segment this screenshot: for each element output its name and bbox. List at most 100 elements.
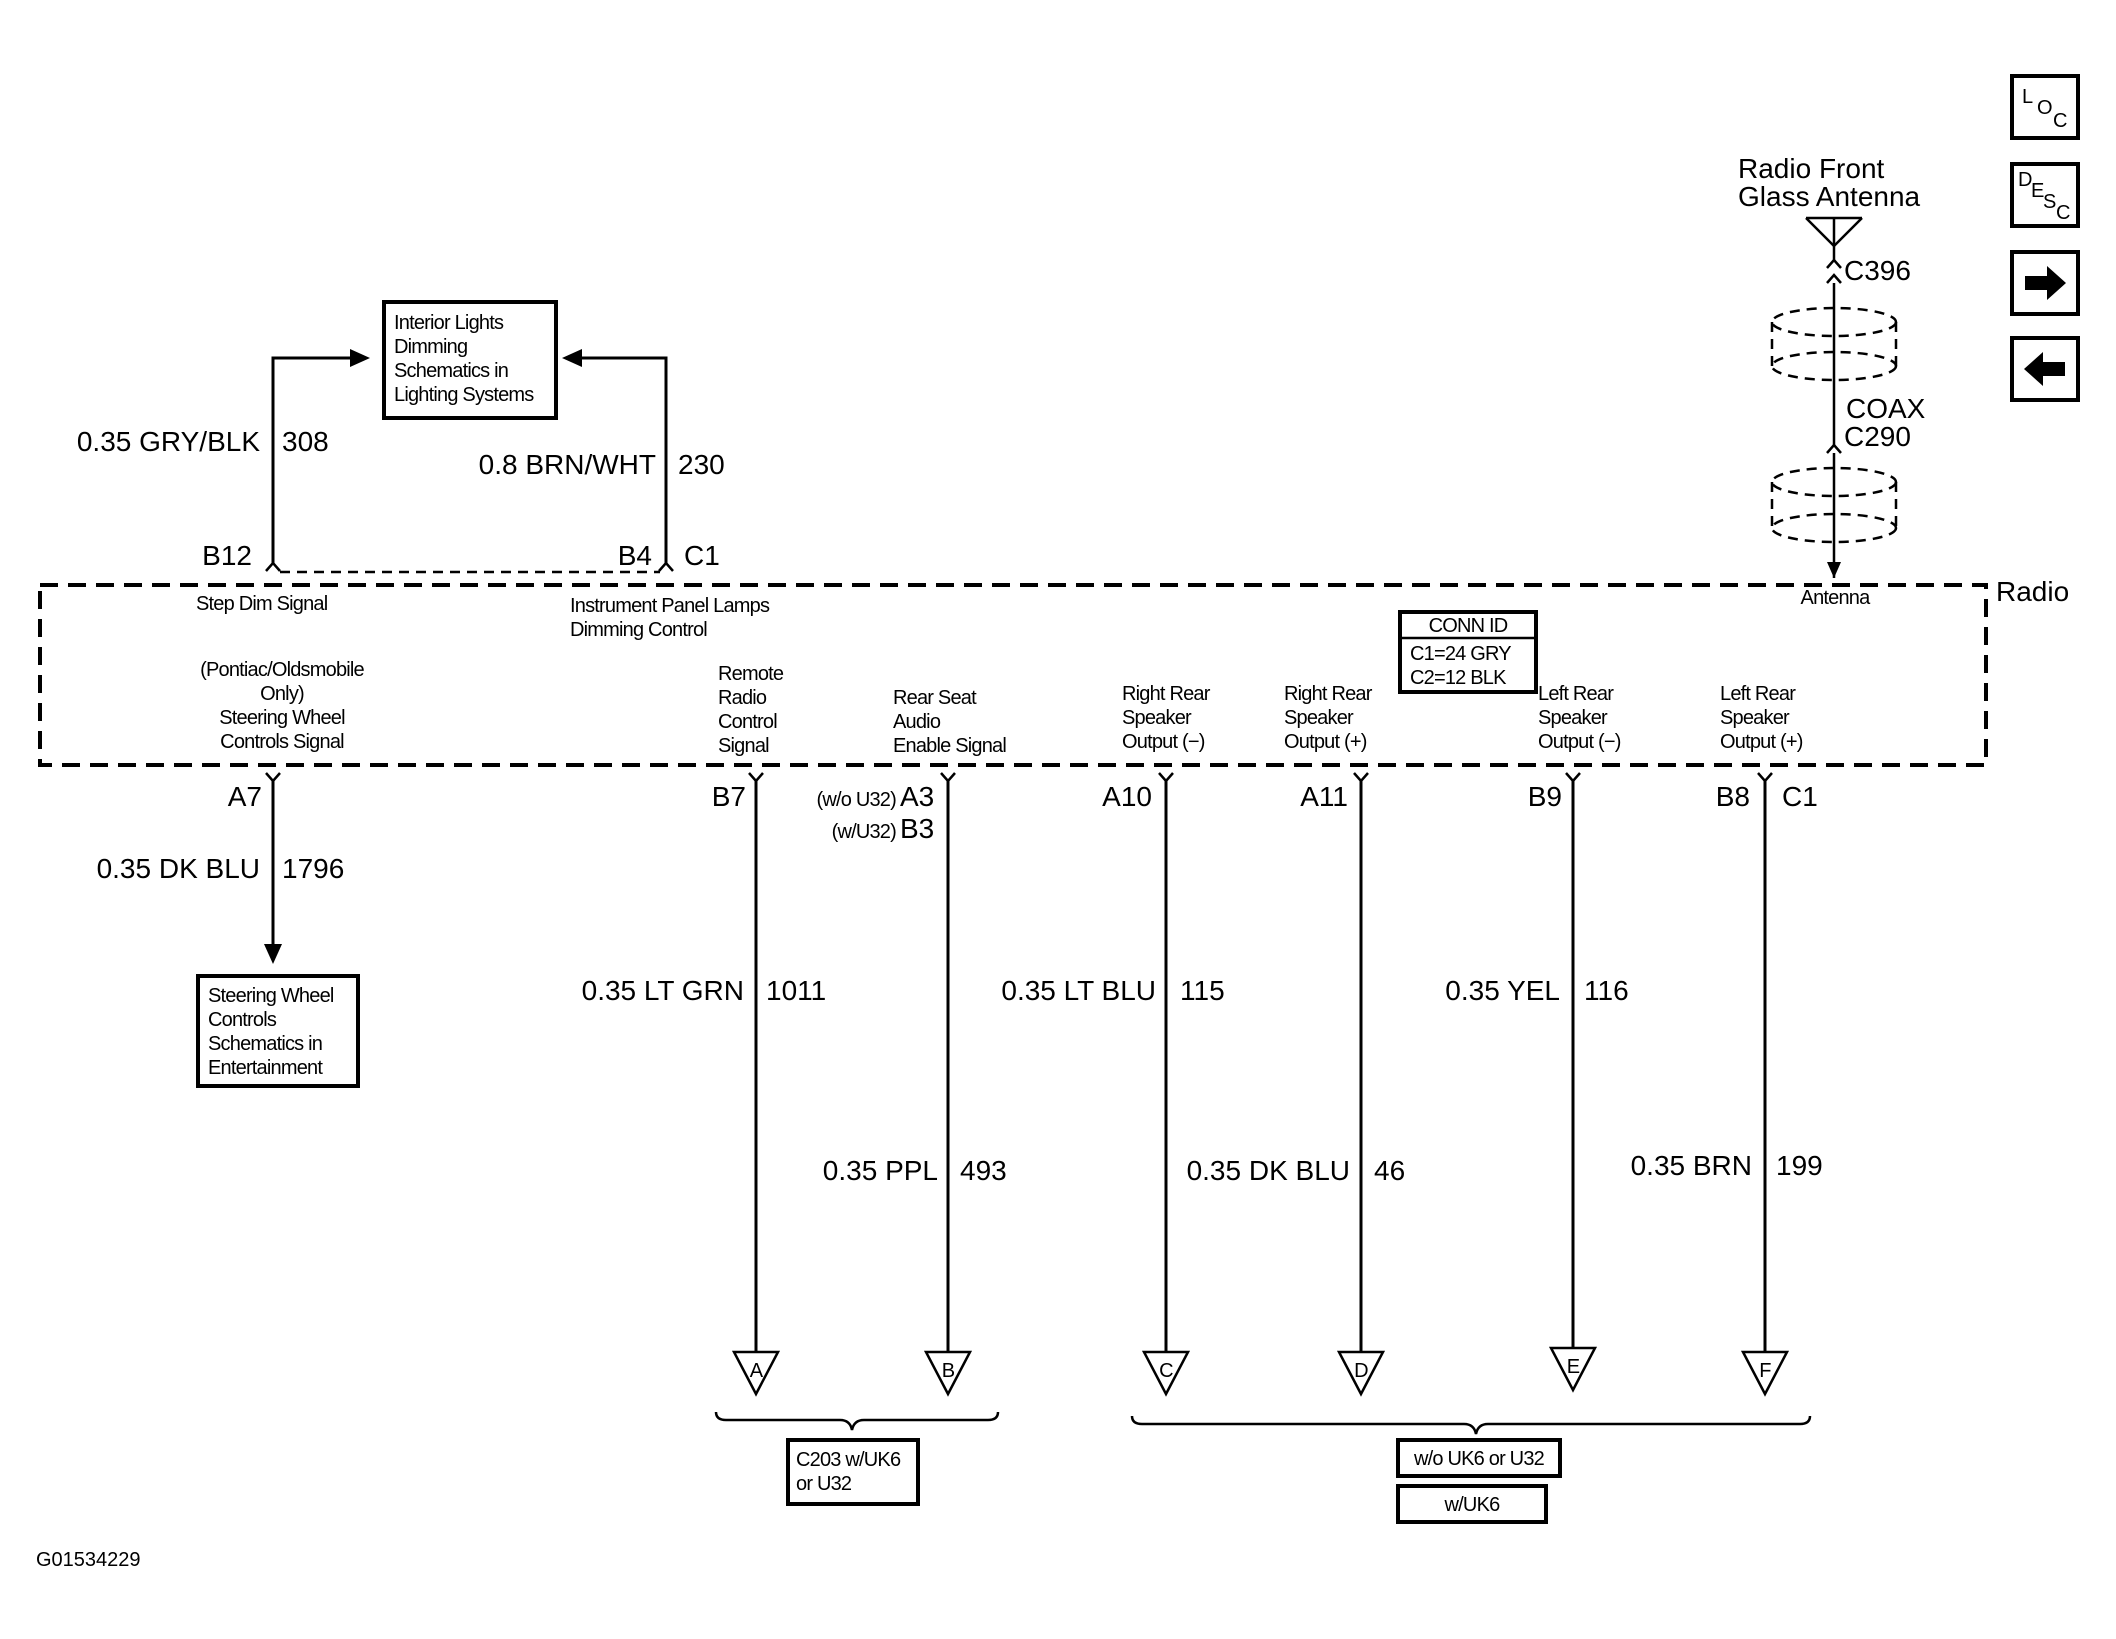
output-493-pin-b: B3 xyxy=(900,813,934,844)
loc-button[interactable]: L O C xyxy=(2010,74,2080,140)
b7-pin-icon xyxy=(748,772,764,783)
conn-id-frame xyxy=(1398,610,1538,694)
output-1011-color: 0.35 LT GRN xyxy=(582,975,744,1006)
steering-signal-line1: (Pontiac/Oldsmobile xyxy=(200,659,364,681)
terminal-d-label: D xyxy=(1354,1360,1368,1382)
terminal-e-label: E xyxy=(1567,1356,1580,1378)
output-493-signal-line1: Rear Seat xyxy=(893,687,977,709)
output-493-pin-a-note: (w/o U32) xyxy=(817,789,897,811)
wire-308 xyxy=(271,356,366,563)
c396-connector-icon xyxy=(1826,258,1842,269)
desc-button-frame[interactable] xyxy=(2010,162,2080,228)
output-116-color: 0.35 YEL xyxy=(1445,975,1560,1006)
right-arrow-icon xyxy=(2025,266,2066,300)
output-1011-signal-line2: Radio xyxy=(718,687,767,709)
terminal-f-icon xyxy=(1740,1350,1790,1397)
output-46-signal-line3: Output (+) xyxy=(1284,731,1367,753)
wire-230-signal-line2: Dimming Control xyxy=(570,619,707,641)
output-1011-pin: B7 xyxy=(712,781,746,812)
loc-letter-o: O xyxy=(2037,97,2053,119)
previous-button[interactable] xyxy=(2010,336,2080,402)
coax-shield-lower-icon xyxy=(1770,466,1898,544)
terminal-b-label: B xyxy=(942,1360,955,1382)
wire-308-circuit: 308 xyxy=(282,426,329,457)
loc-letter-l: L xyxy=(2022,86,2033,108)
wire-308-signal: Step Dim Signal xyxy=(196,593,328,615)
coax-shield-upper-icon xyxy=(1770,306,1898,382)
output-115-signal-line2: Speaker xyxy=(1122,707,1192,729)
output-199-color: 0.35 BRN xyxy=(1631,1150,1752,1181)
c290-connector-icon xyxy=(1826,443,1842,454)
output-wire-1011: Remote Radio Control Signal B7 0.35 LT G… xyxy=(582,663,826,1397)
a7-pin-icon xyxy=(265,772,281,783)
output-116-signal-line2: Speaker xyxy=(1538,707,1608,729)
output-1011-signal-line4: Signal xyxy=(718,735,769,757)
antenna-pin-arrow-icon xyxy=(1827,562,1841,578)
terminal-f-label: F xyxy=(1759,1360,1771,1382)
terminal-d-icon xyxy=(1336,1350,1386,1397)
output-46-signal-line1: Right Rear xyxy=(1284,683,1373,705)
output-493-signal-line2: Audio xyxy=(893,711,941,733)
terminal-c-label: C xyxy=(1159,1360,1173,1382)
output-1011-circuit: 1011 xyxy=(766,975,826,1006)
output-199-pin: B8 xyxy=(1716,781,1750,812)
output-493-signal-line3: Enable Signal xyxy=(893,735,1006,757)
steering-box-line1: Steering Wheel xyxy=(208,985,334,1007)
steering-box-line2: Controls xyxy=(208,1009,277,1031)
a10-pin-icon xyxy=(1158,772,1174,783)
desc-letter-s: S xyxy=(2043,191,2056,213)
output-1011-signal-line3: Control xyxy=(718,711,777,733)
loc-letter-c: C xyxy=(2053,110,2067,132)
output-493-pin-b-note: (w/U32) xyxy=(832,821,897,843)
output-493-circuit: 493 xyxy=(960,1155,1007,1186)
loc-button-frame[interactable] xyxy=(2010,74,2080,140)
b8-pin-icon xyxy=(1757,772,1773,783)
steering-pin: A7 xyxy=(228,781,262,812)
wire-230-arrow-icon xyxy=(562,349,582,367)
radio-component-box xyxy=(38,583,1988,767)
interior-lights-line2: Dimming xyxy=(394,336,467,358)
output-199-signal-line3: Output (+) xyxy=(1720,731,1803,753)
steering-wheel-frame xyxy=(196,974,360,1088)
output-116-circuit: 116 xyxy=(1584,975,1629,1006)
a3-pin-icon xyxy=(940,772,956,783)
group-box-left: C203 w/UK6 or U32 xyxy=(786,1438,920,1506)
output-116-signal-line3: Output (−) xyxy=(1538,731,1621,753)
terminal-a-label: A xyxy=(750,1360,764,1382)
output-493-color: 0.35 PPL xyxy=(823,1155,938,1186)
output-199-circuit: 199 xyxy=(1776,1150,1823,1181)
conn-id-c2: C2=12 BLK xyxy=(1410,667,1507,689)
wire-1796-circuit: 1796 xyxy=(282,853,344,884)
output-wire-199: Left Rear Speaker Output (+) B8 C1 0.35 … xyxy=(1631,683,1823,1397)
output-1011-signal-line1: Remote xyxy=(718,663,784,685)
output-116-signal-line1: Left Rear xyxy=(1538,683,1614,705)
interior-lights-frame xyxy=(382,300,558,420)
steering-box-line3: Schematics in xyxy=(208,1033,322,1055)
wire-308-pin: B12 xyxy=(202,540,252,571)
c290-label: C290 xyxy=(1844,421,1911,452)
coax-label: COAX xyxy=(1846,393,1926,424)
group-box-right-2: w/UK6 xyxy=(1396,1484,1548,1524)
terminal-a-icon xyxy=(731,1350,781,1397)
output-wire-115: Right Rear Speaker Output (−) A10 0.35 L… xyxy=(1001,683,1225,1397)
conn-id-c1: C1=24 GRY xyxy=(1410,643,1511,665)
output-115-color: 0.35 LT BLU xyxy=(1001,975,1156,1006)
desc-letter-e: E xyxy=(2031,180,2044,202)
terminal-e-icon xyxy=(1548,1346,1598,1393)
next-button[interactable] xyxy=(2010,250,2080,316)
terminal-c-icon xyxy=(1141,1350,1191,1397)
wire-308-color: 0.35 GRY/BLK xyxy=(77,426,260,457)
desc-button[interactable]: D E S C xyxy=(2010,162,2080,228)
group-box-right-1-frame xyxy=(1396,1438,1562,1478)
group-box-left-line2: or U32 xyxy=(796,1473,852,1495)
output-115-signal-line3: Output (−) xyxy=(1122,731,1205,753)
b4-pin-icon xyxy=(658,561,674,572)
group-box-left-line1: C203 w/UK6 xyxy=(796,1449,901,1471)
steering-signal-line4: Controls Signal xyxy=(220,731,344,753)
c396-label: C396 xyxy=(1844,255,1911,286)
output-46-color: 0.35 DK BLU xyxy=(1187,1155,1350,1186)
a11-pin-icon xyxy=(1353,772,1369,783)
output-46-signal-line2: Speaker xyxy=(1284,707,1354,729)
interior-lights-box: Interior Lights Dimming Schematics in Li… xyxy=(382,300,558,420)
